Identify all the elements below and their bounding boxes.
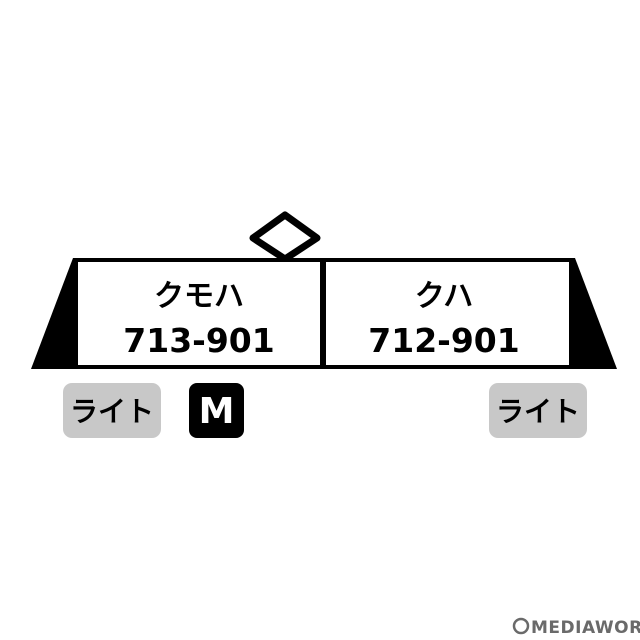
motor-badge: M: [189, 383, 244, 438]
car-panel-rear: [326, 262, 569, 365]
watermark-text: MEDIAWORLD: [531, 618, 640, 638]
car-type-rear: クハ: [415, 279, 474, 314]
watermark-logo-icon: [512, 617, 530, 635]
mediaworld-watermark: MEDIAWORLD: [512, 617, 640, 638]
car-number-rear: 712-901: [368, 321, 519, 360]
diamond-pantograph-icon: [249, 211, 321, 263]
motor-badge-label: M: [199, 391, 235, 432]
car-panel-front: [78, 262, 320, 365]
light-badge-left-label: ライト: [70, 395, 154, 428]
car-type-front: クモハ: [154, 279, 244, 314]
light-badge-right: ライト: [489, 383, 587, 438]
light-badge-right-label: ライト: [496, 395, 580, 428]
light-badge-left: ライト: [63, 383, 161, 438]
car-number-front: 713-901: [123, 321, 274, 360]
